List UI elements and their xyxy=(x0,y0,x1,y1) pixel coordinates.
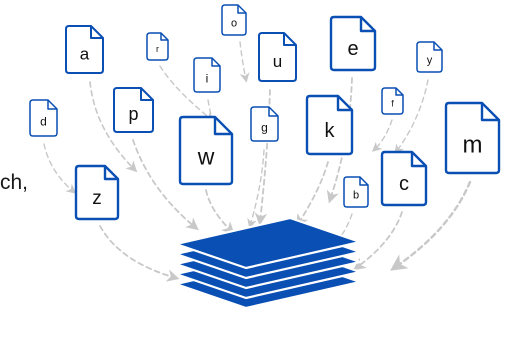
document-letter: f xyxy=(391,98,394,108)
document-letter: w xyxy=(197,144,215,170)
document-icon: b xyxy=(343,176,369,208)
flow-arrow xyxy=(353,211,403,271)
document-icon: w xyxy=(178,115,234,186)
document-fold-corner xyxy=(359,17,375,33)
document-letter: z xyxy=(92,188,102,209)
document-fold-corner xyxy=(268,107,278,117)
partial-caption-text: ch, xyxy=(0,171,29,194)
document-fold-corner xyxy=(359,177,368,186)
document-icon: o xyxy=(221,4,247,36)
document-fold-corner xyxy=(103,166,118,181)
document-icon: i xyxy=(193,57,221,93)
document-letter: e xyxy=(347,38,358,60)
flow-arrow xyxy=(205,189,235,235)
document-icon: u xyxy=(258,32,297,82)
document-icon: d xyxy=(29,99,58,137)
document-icon: k xyxy=(305,94,354,156)
document-letter: d xyxy=(40,114,47,128)
document-icon: c xyxy=(380,150,428,207)
document-fold-corner xyxy=(480,103,499,122)
document-letter: i xyxy=(206,71,209,85)
document-letter: o xyxy=(231,18,237,30)
document-letter: b xyxy=(353,190,359,202)
document-letter: k xyxy=(325,120,336,142)
flow-arrow xyxy=(326,77,353,204)
flow-arrow xyxy=(99,225,180,282)
document-letter: c xyxy=(399,173,409,195)
document-letter: a xyxy=(80,45,90,64)
document-icon: e xyxy=(329,15,377,72)
flow-arrow xyxy=(247,149,265,229)
document-icon: m xyxy=(444,101,501,175)
document-icon: y xyxy=(416,41,443,73)
document-letter: u xyxy=(273,52,282,71)
stack-layer xyxy=(174,216,362,270)
document-fold-corner xyxy=(211,58,220,67)
document-fold-corner xyxy=(140,88,153,101)
document-letter: m xyxy=(463,132,483,159)
flow-arrow xyxy=(43,143,77,194)
flow-arrow xyxy=(394,79,429,155)
document-fold-corner xyxy=(90,26,103,39)
flow-arrow xyxy=(254,89,271,226)
flow-arrow xyxy=(89,81,138,173)
flow-arrow xyxy=(239,41,250,83)
document-letter: r xyxy=(156,44,159,54)
flow-arrow xyxy=(371,119,393,152)
document-fold-corner xyxy=(237,5,246,14)
document-fold-corner xyxy=(410,152,426,168)
document-letter: g xyxy=(261,120,268,134)
document-icon: p xyxy=(113,87,154,133)
document-icon: r xyxy=(146,32,169,61)
document-icon: f xyxy=(381,87,404,115)
document-fold-corner xyxy=(395,88,403,96)
document-fold-corner xyxy=(160,33,168,41)
documents-group: o r a u e y i d p g f k w m c b z xyxy=(29,4,501,221)
document-fold-corner xyxy=(336,96,352,112)
document-fold-corner xyxy=(213,117,232,136)
document-icon: g xyxy=(250,106,279,142)
flow-arrow xyxy=(390,180,472,271)
stacked-layers-icon xyxy=(174,216,362,310)
document-fold-corner xyxy=(283,33,296,46)
flow-arrow xyxy=(132,139,199,231)
document-letter: y xyxy=(427,55,433,67)
flow-arrow xyxy=(296,161,329,228)
document-icon: z xyxy=(74,164,120,221)
flow-arrow xyxy=(159,65,215,122)
document-icon: a xyxy=(65,25,104,74)
document-letter: p xyxy=(128,104,138,124)
document-fold-corner xyxy=(47,100,57,110)
document-fold-corner xyxy=(433,42,442,51)
